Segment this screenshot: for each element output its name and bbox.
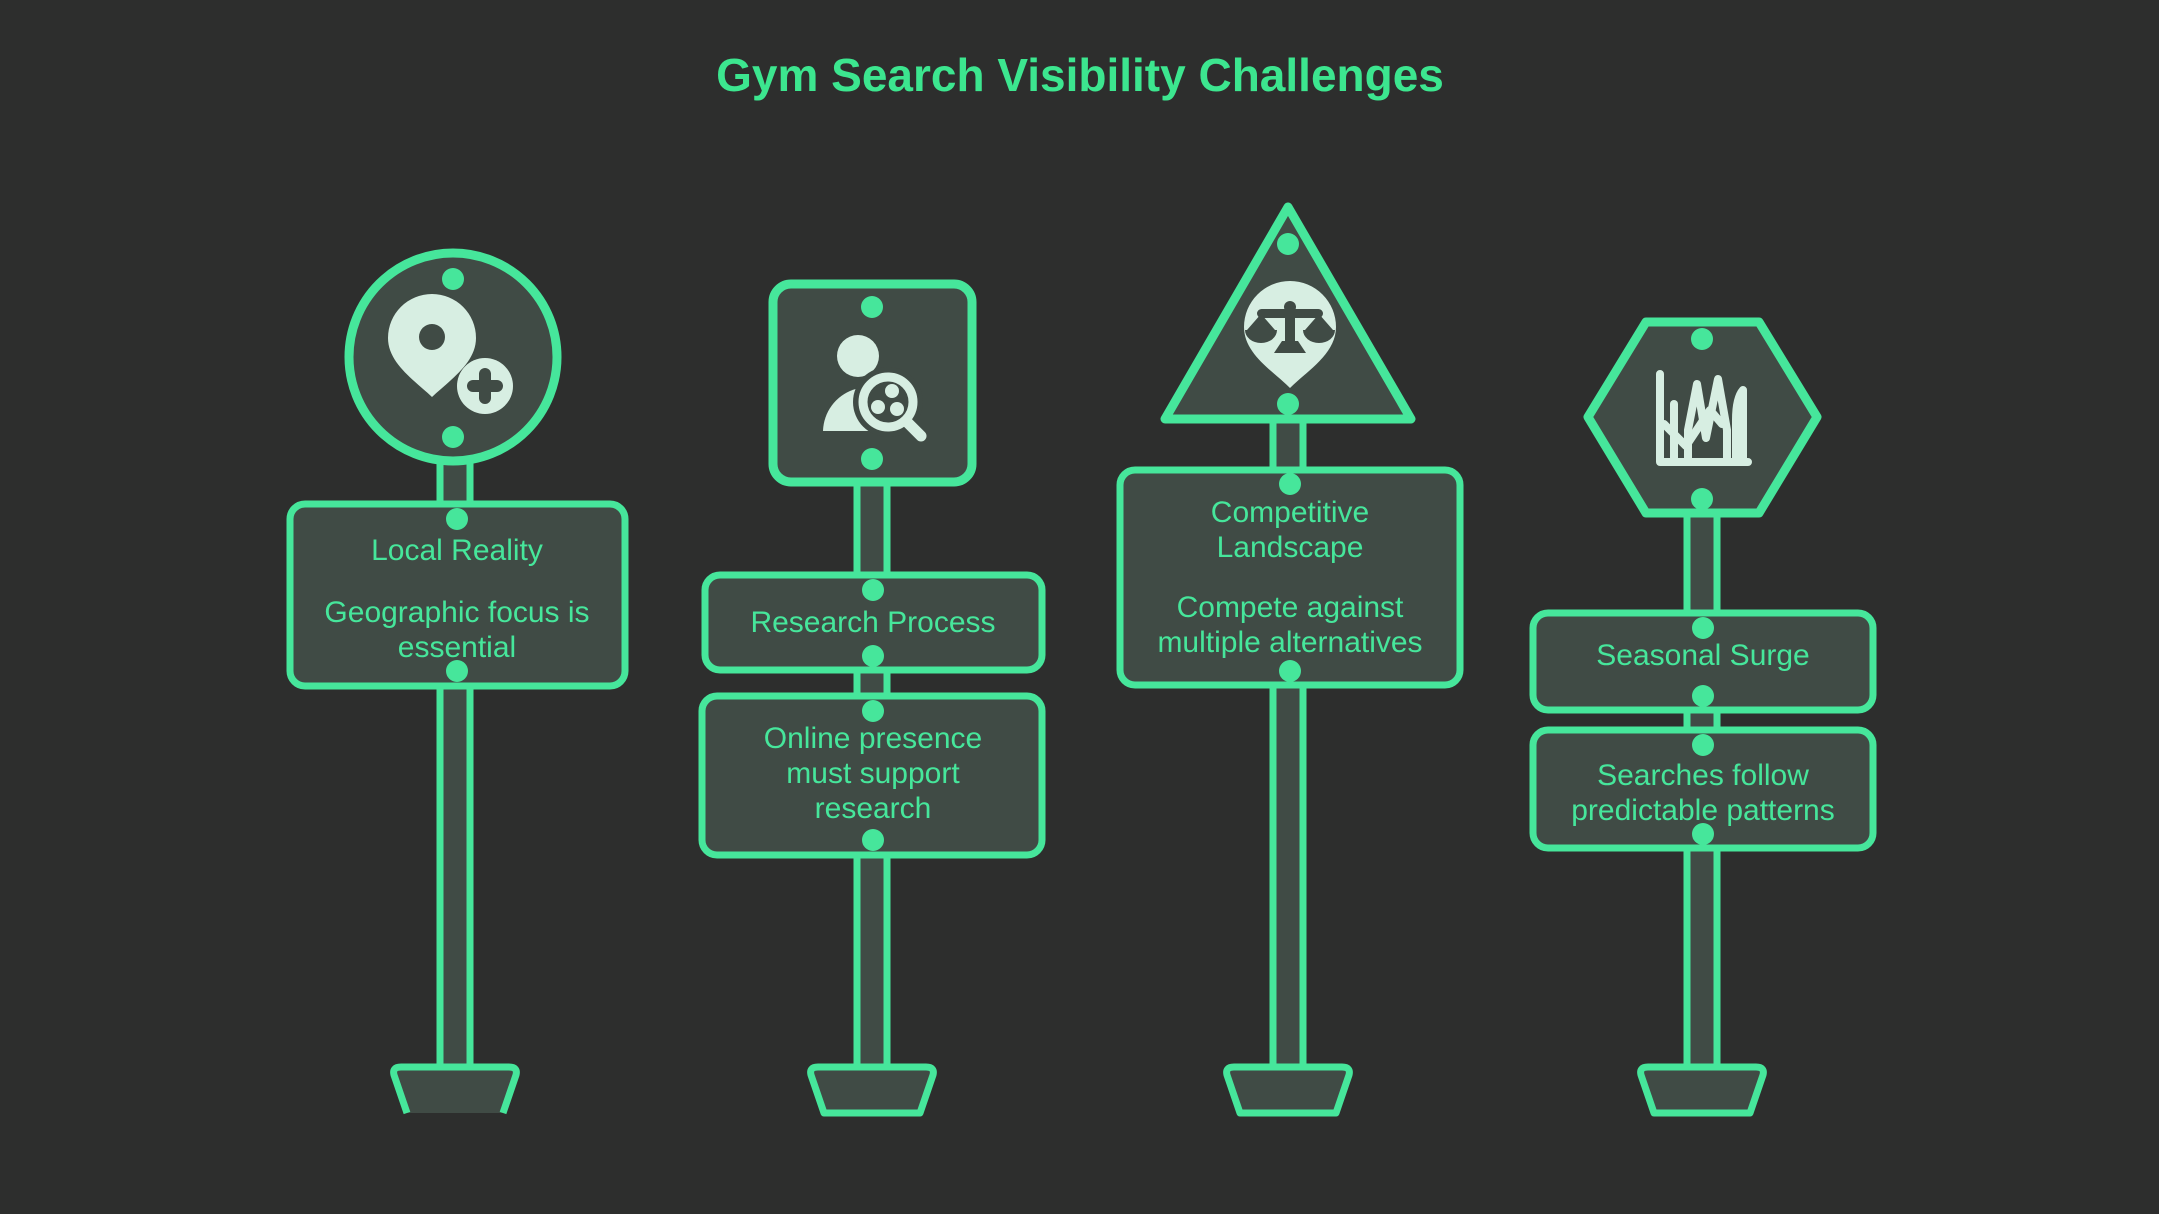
bolt-dot [1277,233,1299,255]
sign-heading: Competitive [1211,496,1369,529]
bolt-dot [862,579,884,601]
sign-panel [1529,726,1877,852]
signpost-competitive-landscape: Competitive Landscape Compete against mu… [1116,202,1464,1117]
bolt-dot [1691,488,1713,510]
bolt-dot [1692,685,1714,707]
sign-panel [286,500,629,690]
bolt-dot [1692,734,1714,756]
signpost-base [807,1063,937,1117]
bolt-dot [1692,617,1714,639]
sign-body-line: research [815,792,932,825]
bolt-dot [442,426,464,448]
sign-body-line: predictable patterns [1571,794,1835,827]
sign-body-line: Geographic focus is [324,596,589,629]
sign-body-line: Compete against [1177,591,1404,624]
bolt-dot [862,829,884,851]
sign-panel [698,692,1046,859]
sign-heading: Seasonal Surge [1596,639,1810,672]
bolt-dot [1279,660,1301,682]
sign-panel [1529,609,1877,714]
sign-body-line: must support [786,757,960,790]
scales-pin-icon [1244,281,1336,388]
bolt-dot [1277,393,1299,415]
bolt-dot [446,508,468,530]
signpost-research-process: Research Process Online presence must su… [698,279,1046,1117]
sign-body-line: Online presence [764,722,982,755]
sign-heading: Research Process [750,606,995,639]
signpost-base [1637,1063,1767,1117]
location-add-icon [388,294,513,414]
sign-heading: Landscape [1217,531,1364,564]
person-search-icon [823,335,927,442]
bolt-dot [446,660,468,682]
bolt-dot [862,700,884,722]
bolt-dot [861,448,883,470]
sign-heading: Local Reality [371,534,543,567]
sign-panel [1116,466,1464,689]
signpost-base [390,1063,520,1115]
signpost-local-reality: Local Reality Geographic focus is essent… [286,248,629,1115]
sign-body-line: Searches follow [1597,759,1809,792]
bolt-dot [442,268,464,290]
signpost-seasonal-surge: Seasonal Surge Searches follow predictab… [1529,317,1877,1117]
seasonal-chart-icon [1656,370,1752,466]
bolt-dot [1279,473,1301,495]
signpost-base [1223,1063,1353,1117]
bolt-dot [861,296,883,318]
sign-panel [701,571,1046,674]
bolt-dot [862,645,884,667]
bolt-dot [1692,823,1714,845]
sign-body-line: essential [398,631,516,664]
bolt-dot [1691,328,1713,350]
page-title: Gym Search Visibility Challenges [716,49,1444,101]
sign-body-line: multiple alternatives [1157,626,1422,659]
